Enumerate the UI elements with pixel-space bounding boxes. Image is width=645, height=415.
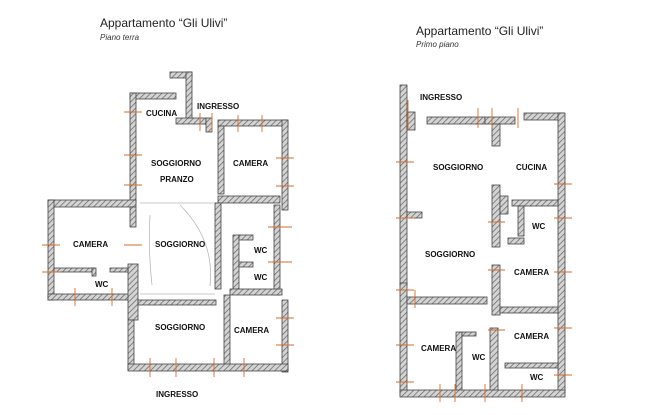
room-label-camera-bottom-right: CAMERA	[514, 332, 549, 341]
room-label-wc-bottom-right: WC	[530, 373, 544, 382]
room-label-wc-top: WC	[532, 222, 546, 231]
left-plan: Appartamento “Gli Ulivi” Piano terra	[42, 16, 294, 399]
room-label-soggiorno-mid: SOGGIORNO	[155, 240, 205, 249]
left-plan-subtitle: Piano terra	[100, 33, 140, 42]
room-label-wc-a: WC	[254, 246, 268, 255]
room-label-wc-bottom-mid: WC	[472, 353, 486, 362]
room-label-ingresso: INGRESSO	[420, 93, 462, 102]
left-walls	[47, 71, 289, 373]
room-label-pranzo: PRANZO	[160, 175, 194, 184]
room-label-camera-left: CAMERA	[73, 240, 108, 249]
room-label-cucina: CUCINA	[146, 109, 177, 118]
room-label-wc-left: WC	[95, 280, 109, 289]
right-room-labels: INGRESSO SOGGIORNO CUCINA WC SOGGIORNO C…	[420, 93, 549, 382]
right-walls	[399, 84, 566, 398]
left-dimension-ticks	[42, 111, 294, 377]
room-label-ingresso-bottom: INGRESSO	[156, 390, 198, 399]
left-plan-title: Appartamento “Gli Ulivi”	[100, 16, 227, 30]
room-label-cucina: CUCINA	[516, 163, 547, 172]
room-label-camera-right-top: CAMERA	[233, 159, 268, 168]
right-plan-title: Appartamento “Gli Ulivi”	[416, 24, 543, 38]
right-plan: Appartamento “Gli Ulivi” Primo piano	[396, 24, 572, 402]
room-label-camera-right-bottom: CAMERA	[234, 326, 269, 335]
room-label-soggiorno-top: SOGGIORNO	[151, 159, 201, 168]
room-label-wc-b: WC	[254, 273, 268, 282]
room-label-camera-mid: CAMERA	[514, 268, 549, 277]
room-label-soggiorno-mid: SOGGIORNO	[425, 250, 475, 259]
left-openings	[140, 202, 215, 295]
left-room-labels: CUCINA INGRESSO SOGGIORNO PRANZO CAMERA …	[73, 102, 269, 399]
room-label-camera-bottom-left: CAMERA	[421, 344, 456, 353]
room-label-soggiorno-top: SOGGIORNO	[433, 163, 483, 172]
room-label-soggiorno-bottom: SOGGIORNO	[155, 323, 205, 332]
room-label-ingresso-top: INGRESSO	[197, 102, 239, 111]
right-plan-subtitle: Primo piano	[416, 40, 459, 49]
right-dimension-ticks	[396, 100, 572, 402]
